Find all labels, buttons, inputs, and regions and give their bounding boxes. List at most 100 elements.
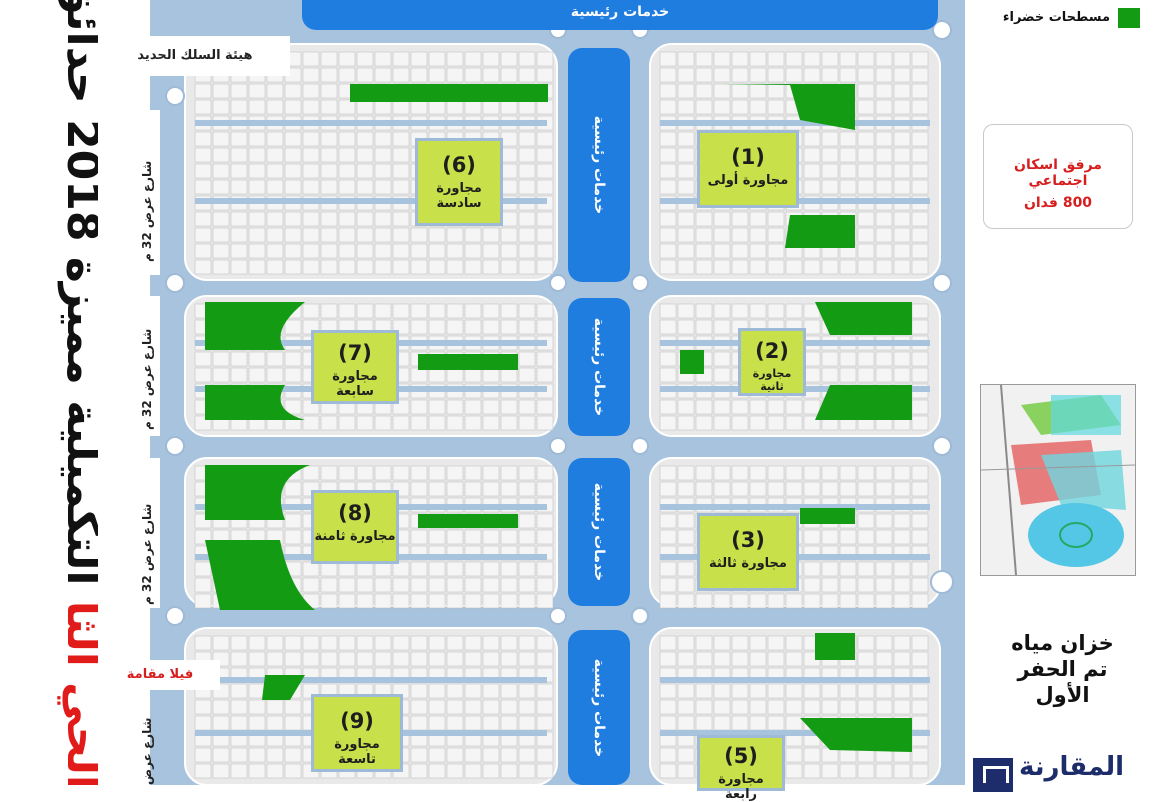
land-plot xyxy=(677,163,695,179)
land-plot xyxy=(212,635,230,651)
land-plot xyxy=(464,699,482,715)
land-plot xyxy=(713,227,731,243)
land-plot xyxy=(785,481,803,497)
land-plot xyxy=(464,747,482,763)
land-plot xyxy=(356,131,374,147)
land-plot xyxy=(875,51,893,67)
land-plot xyxy=(302,131,320,147)
internal-road xyxy=(660,730,930,736)
land-plot xyxy=(356,635,374,651)
land-plot xyxy=(464,319,482,335)
legend: مسطحات خضراء xyxy=(990,6,1140,36)
land-plot xyxy=(785,683,803,699)
land-plot xyxy=(500,651,518,667)
land-plot xyxy=(392,99,410,115)
land-plot xyxy=(713,99,731,115)
land-plot xyxy=(428,577,446,593)
land-plot xyxy=(338,67,356,83)
land-plot xyxy=(464,67,482,83)
land-plot xyxy=(803,399,821,415)
land-plot xyxy=(659,131,677,147)
land-plot xyxy=(230,699,248,715)
land-plot xyxy=(893,561,911,577)
land-plot xyxy=(356,99,374,115)
land-plot xyxy=(536,51,554,67)
land-plot xyxy=(428,99,446,115)
land-plot xyxy=(659,593,677,609)
land-plot xyxy=(749,243,767,259)
land-plot xyxy=(212,131,230,147)
neighborhood-7: (7)مجاورة سابعة xyxy=(311,330,399,404)
neighborhood-6: (6)مجاورة سادسة xyxy=(415,138,503,226)
land-plot xyxy=(875,163,893,179)
street-label-2: شارع عرض 32 م xyxy=(140,328,154,430)
land-plot xyxy=(659,513,677,529)
land-plot xyxy=(536,367,554,383)
land-plot xyxy=(518,303,536,319)
land-plot xyxy=(194,259,212,275)
land-plot xyxy=(659,651,677,667)
land-plot xyxy=(659,415,677,431)
land-plot xyxy=(500,243,518,259)
land-plot xyxy=(518,593,536,609)
land-plot xyxy=(749,683,767,699)
land-plot xyxy=(659,83,677,99)
land-plot xyxy=(446,99,464,115)
internal-road xyxy=(660,504,930,510)
land-plot xyxy=(356,211,374,227)
land-plot xyxy=(911,683,929,699)
land-plot xyxy=(392,179,410,195)
land-plot xyxy=(785,635,803,651)
land-plot xyxy=(767,715,785,731)
villa-label: فيلا مقامة xyxy=(100,660,220,690)
land-plot xyxy=(911,51,929,67)
land-plot xyxy=(374,211,392,227)
land-plot xyxy=(785,465,803,481)
land-plot xyxy=(482,303,500,319)
land-plot xyxy=(212,227,230,243)
land-plot xyxy=(446,481,464,497)
land-plot xyxy=(821,529,839,545)
land-plot xyxy=(464,481,482,497)
land-plot xyxy=(446,635,464,651)
land-plot xyxy=(536,513,554,529)
land-plot xyxy=(392,243,410,259)
land-plot xyxy=(911,303,929,319)
land-plot xyxy=(767,399,785,415)
land-plot xyxy=(803,319,821,335)
land-plot xyxy=(875,513,893,529)
land-plot xyxy=(731,99,749,115)
land-plot xyxy=(428,67,446,83)
land-plot xyxy=(695,51,713,67)
land-plot xyxy=(518,529,536,545)
land-plot xyxy=(677,593,695,609)
land-plot xyxy=(749,593,767,609)
land-plot xyxy=(803,147,821,163)
land-plot xyxy=(536,131,554,147)
land-plot xyxy=(428,481,446,497)
land-plot xyxy=(875,593,893,609)
land-plot xyxy=(803,351,821,367)
land-plot xyxy=(428,319,446,335)
land-plot xyxy=(731,651,749,667)
land-plot xyxy=(482,367,500,383)
land-plot xyxy=(500,561,518,577)
land-plot xyxy=(536,715,554,731)
land-plot xyxy=(731,303,749,319)
land-plot xyxy=(320,131,338,147)
land-plot xyxy=(356,561,374,577)
land-plot xyxy=(536,683,554,699)
land-plot xyxy=(428,683,446,699)
land-plot xyxy=(374,561,392,577)
brand-name: المقارنة xyxy=(1019,752,1125,782)
land-plot xyxy=(659,243,677,259)
land-plot xyxy=(500,259,518,275)
land-plot xyxy=(230,83,248,99)
land-plot xyxy=(212,211,230,227)
land-plot xyxy=(713,259,731,275)
land-plot xyxy=(464,635,482,651)
land-plot xyxy=(821,577,839,593)
land-plot xyxy=(428,367,446,383)
land-plot xyxy=(518,243,536,259)
land-plot xyxy=(911,415,929,431)
